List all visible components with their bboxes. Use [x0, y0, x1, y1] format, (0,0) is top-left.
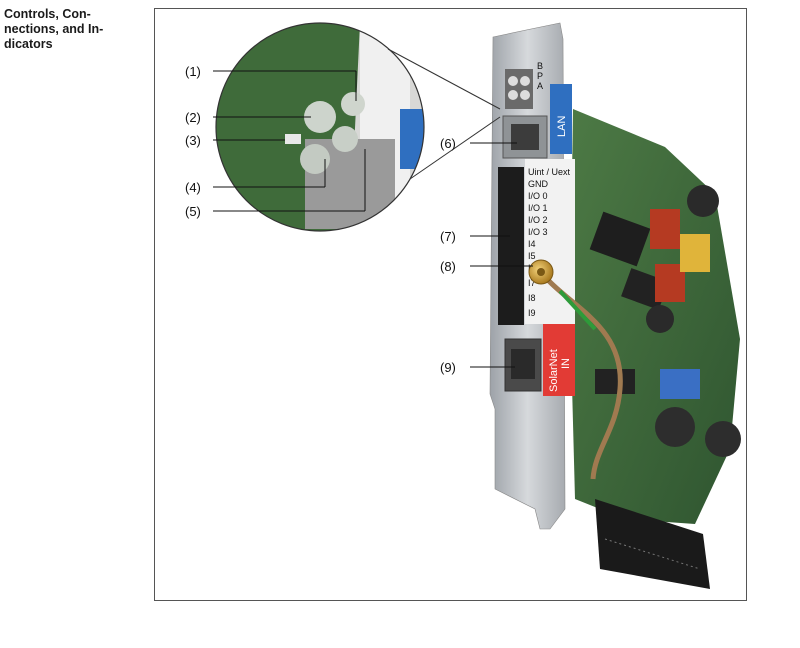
callout-9: (9)	[440, 360, 456, 375]
io-terminal-strip	[498, 167, 524, 325]
solarnet-tag	[543, 324, 575, 396]
callout-3: (3)	[185, 133, 201, 148]
heading-line-2: nections, and In-	[4, 22, 104, 36]
callout-7: (7)	[440, 229, 456, 244]
io-label: I/O 2	[528, 215, 548, 225]
chip	[589, 211, 651, 267]
capacitor	[655, 407, 695, 447]
lan-tag	[550, 84, 572, 154]
callout-8: (8)	[440, 259, 456, 274]
callout-4: (4)	[185, 180, 201, 195]
io-label: I7	[528, 278, 536, 288]
io-label: I4	[528, 239, 536, 249]
label-p: P	[537, 71, 543, 81]
capacitor	[687, 185, 719, 217]
blue-component	[660, 369, 700, 399]
heading-line-3: dicators	[4, 37, 53, 51]
io-label: I/O 0	[528, 191, 548, 201]
section-heading: Controls, Con- nections, and In- dicator…	[4, 7, 144, 52]
device-illustration: A P B LAN Uint / Uext GND I/O 0 I/O 1 I/…	[185, 22, 741, 589]
callout-5: (5)	[185, 204, 201, 219]
io-label: I/O 3	[528, 227, 548, 237]
heading-line-1: Controls, Con-	[4, 7, 91, 21]
antenna-cable	[545, 277, 623, 480]
chip	[595, 369, 635, 394]
io-label: I9	[528, 308, 536, 318]
callout-2: (2)	[185, 110, 201, 125]
red-relay	[650, 209, 680, 249]
lan-tag-text: LAN	[556, 116, 568, 137]
io-label: Uint / Uext	[528, 167, 571, 177]
label-a: A	[537, 81, 543, 91]
callout-leaders	[213, 70, 533, 368]
zoom-detail	[215, 22, 501, 232]
yellow-component	[680, 234, 710, 272]
led-block	[505, 69, 533, 109]
figure-frame: A P B LAN Uint / Uext GND I/O 0 I/O 1 I/…	[154, 8, 747, 601]
io-label: I8	[528, 293, 536, 303]
io-label: I/O 1	[528, 203, 548, 213]
label-b: B	[537, 61, 543, 71]
callout-6: (6)	[440, 136, 456, 151]
io-label: I5	[528, 251, 536, 261]
callout-numbers: (1) (2) (3) (4) (5) (6) (7) (8) (9)	[185, 64, 456, 375]
ribbon-connector	[595, 499, 710, 589]
capacitor	[705, 421, 741, 457]
solarnet-tag-line1: SolarNet	[548, 349, 560, 392]
io-label: GND	[528, 179, 549, 189]
capacitor	[646, 305, 674, 333]
callout-1: (1)	[185, 64, 201, 79]
solarnet-tag-line2: IN	[560, 358, 572, 369]
